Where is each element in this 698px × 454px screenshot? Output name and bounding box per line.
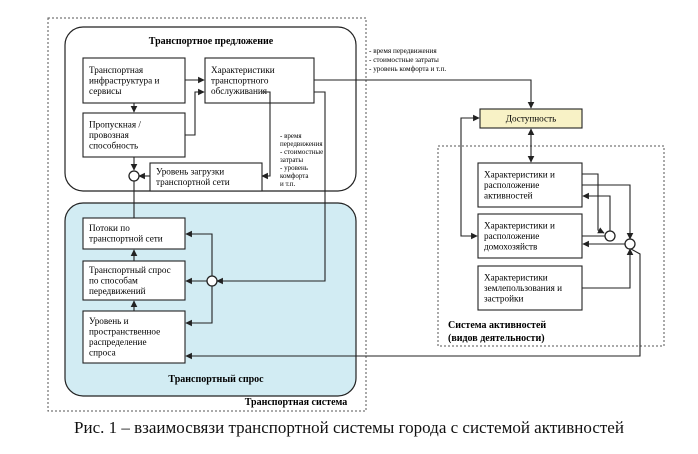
modal-demand-box-label: Транспортный спрос [89, 265, 171, 275]
modal-demand-box-frame [82, 260, 186, 301]
transport-system-frame [47, 17, 367, 412]
svg-text:комфорта: комфорта [280, 172, 309, 180]
svg-text:- стоимостные: - стоимостные [280, 148, 323, 156]
capacity-box-label: Пропускная / [89, 119, 141, 129]
activities-box-frame [477, 162, 583, 208]
network-load-box-frame [149, 162, 263, 192]
households-box-frame [477, 213, 583, 259]
svg-text:затраты: затраты [280, 156, 303, 164]
service-characteristics-box-frame [204, 57, 315, 104]
demand-distribution-box: Уровень ипространственноераспределениесп… [82, 310, 186, 364]
network-load-box-label: транспортной сети [156, 177, 230, 187]
activity-system-title-line1: Система активностей [448, 320, 546, 331]
junction-demand [206, 275, 218, 287]
accessibility-box: Доступность [479, 108, 583, 129]
network-flows-box-label: Потоки по [89, 223, 130, 233]
side-note: - время передвижения - стоимостные затра… [280, 132, 323, 188]
activities-box-label: Характеристики и [484, 169, 555, 179]
demand-distribution-box-label: спроса [89, 348, 116, 358]
junction-load [128, 170, 140, 182]
land-use-box-label: Характеристики [484, 272, 548, 282]
capacity-box-label: способность [89, 140, 138, 150]
svg-text:- время: - время [280, 132, 302, 140]
activities-box-label: активностей [484, 190, 533, 200]
service-characteristics-box-label: транспортного [211, 75, 269, 85]
infrastructure-box-label: Транспортная [89, 65, 144, 75]
svg-text:передвижения: передвижения [280, 140, 323, 148]
svg-text:- стоимостные затраты: - стоимостные затраты [369, 56, 439, 64]
households-box-label: домохозяйств [484, 241, 538, 251]
land-use-box-frame [477, 265, 583, 311]
activity-system-title-line2: (видов деятельности) [448, 333, 545, 344]
land-use-box-label: землепользования и [484, 283, 562, 293]
supply-title: Транспортное предложение [149, 36, 274, 47]
network-flows-box-label: транспортной сети [89, 234, 163, 244]
svg-text:- уровень комфорта и т.п.: - уровень комфорта и т.п. [369, 65, 446, 73]
demand-title: Транспортный спрос [168, 374, 264, 385]
junction-activities [604, 230, 616, 242]
svg-text:- уровень: - уровень [280, 164, 308, 172]
network-load-box-label: Уровень загрузки [156, 167, 224, 177]
accessibility-box-label: Доступность [506, 113, 557, 123]
modal-demand-box-label: по способам [89, 275, 138, 285]
land-use-box-label: застройки [484, 293, 523, 303]
demand-distribution-box-label: пространственное [89, 327, 160, 337]
demand-distribution-box-label: Уровень и [89, 316, 129, 326]
households-box-label: Характеристики и [484, 220, 555, 230]
top-note: - время передвижения - стоимостные затра… [369, 47, 446, 73]
capacity-box-frame [82, 112, 186, 158]
junction-landuse [624, 238, 636, 250]
activities-box-label: расположение [484, 180, 539, 190]
capacity-box-label: провозная [89, 130, 130, 140]
demand-distribution-box-label: распределение [89, 337, 147, 347]
demand-distribution-box-frame [82, 310, 186, 364]
svg-text:и т.п.: и т.п. [280, 180, 296, 188]
infrastructure-box-label: инфраструктура и [89, 75, 160, 85]
figure-caption: Рис. 1 – взаимосвязи транспортной систем… [74, 418, 624, 437]
activity-system-frame [437, 145, 665, 347]
service-characteristics-box-label: обслуживания [211, 86, 268, 96]
transport-system-title: Транспортная система [245, 397, 348, 408]
modal-demand-box-label: передвижений [89, 286, 146, 296]
connectors [130, 76, 641, 360]
service-characteristics-box-label: Характеристики [211, 65, 275, 75]
infrastructure-box-label: сервисы [89, 86, 121, 96]
svg-text:- время передвижения: - время передвижения [369, 47, 437, 55]
accessibility-box-frame [479, 108, 583, 129]
households-box-label: расположение [484, 231, 539, 241]
